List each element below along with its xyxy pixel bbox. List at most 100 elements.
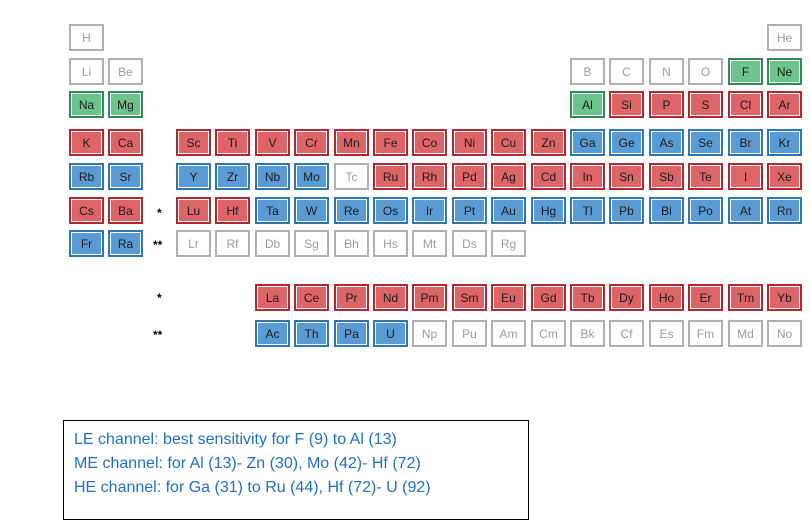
element-cell-cf: Cf [609, 320, 644, 347]
element-cell-o: O [688, 58, 723, 85]
element-cell-sr: Sr [108, 163, 143, 190]
element-cell-ba: Ba [108, 197, 143, 224]
element-cell-rn: Rn [767, 197, 802, 224]
element-cell-ag: Ag [491, 163, 526, 190]
element-cell-po: Po [688, 197, 723, 224]
element-cell-sc: Sc [176, 129, 211, 156]
element-cell-s: S [688, 91, 723, 118]
element-cell-am: Am [491, 320, 526, 347]
element-cell-ge: Ge [609, 129, 644, 156]
element-cell-ds: Ds [452, 230, 487, 257]
element-cell-sn: Sn [609, 163, 644, 190]
lanthanide-row-marker: * [157, 206, 162, 220]
element-cell-bk: Bk [570, 320, 605, 347]
element-cell-as: As [649, 129, 684, 156]
element-cell-os: Os [373, 197, 408, 224]
element-cell-al: Al [570, 91, 605, 118]
element-cell-es: Es [649, 320, 684, 347]
element-cell-cl: Cl [728, 91, 763, 118]
element-cell-hg: Hg [531, 197, 566, 224]
element-cell-ir: Ir [412, 197, 447, 224]
element-cell-he: He [767, 24, 802, 51]
element-cell-lr: Lr [176, 230, 211, 257]
element-cell-v: V [255, 129, 290, 156]
element-cell-fe: Fe [373, 129, 408, 156]
element-cell-at: At [728, 197, 763, 224]
element-cell-te: Te [688, 163, 723, 190]
actinide-row-marker: ** [153, 238, 163, 252]
element-cell-pr: Pr [334, 284, 369, 311]
element-cell-zr: Zr [215, 163, 250, 190]
element-cell-cu: Cu [491, 129, 526, 156]
element-cell-cs: Cs [69, 197, 104, 224]
element-cell-nd: Nd [373, 284, 408, 311]
element-cell-ho: Ho [649, 284, 684, 311]
element-cell-no: No [767, 320, 802, 347]
element-cell-ti: Ti [215, 129, 250, 156]
element-cell-na: Na [69, 91, 104, 118]
element-cell-pa: Pa [334, 320, 369, 347]
element-cell-sm: Sm [452, 284, 487, 311]
element-cell-gd: Gd [531, 284, 566, 311]
element-cell-mt: Mt [412, 230, 447, 257]
element-cell-nb: Nb [255, 163, 290, 190]
element-cell-mn: Mn [334, 129, 369, 156]
element-cell-ce: Ce [294, 284, 329, 311]
element-cell-tc: Tc [334, 163, 369, 190]
element-cell-md: Md [728, 320, 763, 347]
element-cell-zn: Zn [531, 129, 566, 156]
element-cell-pb: Pb [609, 197, 644, 224]
element-cell-eu: Eu [491, 284, 526, 311]
element-cell-rg: Rg [491, 230, 526, 257]
element-cell-ra: Ra [108, 230, 143, 257]
element-cell-th: Th [294, 320, 329, 347]
element-cell-p: P [649, 91, 684, 118]
element-cell-se: Se [688, 129, 723, 156]
element-cell-fr: Fr [69, 230, 104, 257]
element-cell-w: W [294, 197, 329, 224]
element-cell-cr: Cr [294, 129, 329, 156]
element-cell-rh: Rh [412, 163, 447, 190]
element-cell-xe: Xe [767, 163, 802, 190]
element-cell-be: Be [108, 58, 143, 85]
element-cell-ni: Ni [452, 129, 487, 156]
element-cell-co: Co [412, 129, 447, 156]
element-cell-ta: Ta [255, 197, 290, 224]
legend-le-channel: LE channel: best sensitivity for F (9) t… [74, 431, 397, 448]
element-cell-k: K [69, 129, 104, 156]
element-cell-la: La [255, 284, 290, 311]
element-cell-in: In [570, 163, 605, 190]
element-cell-pt: Pt [452, 197, 487, 224]
element-cell-tm: Tm [728, 284, 763, 311]
element-cell-i: I [728, 163, 763, 190]
element-cell-kr: Kr [767, 129, 802, 156]
element-cell-c: C [609, 58, 644, 85]
element-cell-lu: Lu [176, 197, 211, 224]
element-cell-mg: Mg [108, 91, 143, 118]
element-cell-ne: Ne [767, 58, 802, 85]
element-cell-hf: Hf [215, 197, 250, 224]
element-cell-np: Np [412, 320, 447, 347]
legend-box: LE channel: best sensitivity for F (9) t… [63, 420, 529, 520]
element-cell-bh: Bh [334, 230, 369, 257]
element-cell-ac: Ac [255, 320, 290, 347]
element-cell-db: Db [255, 230, 290, 257]
element-cell-dy: Dy [609, 284, 644, 311]
element-cell-br: Br [728, 129, 763, 156]
element-cell-ga: Ga [570, 129, 605, 156]
element-cell-li: Li [69, 58, 104, 85]
element-cell-er: Er [688, 284, 723, 311]
element-cell-rf: Rf [215, 230, 250, 257]
element-cell-cm: Cm [531, 320, 566, 347]
lanthanide-series-marker: * [157, 291, 162, 305]
element-cell-sb: Sb [649, 163, 684, 190]
legend-he-channel: HE channel: for Ga (31) to Ru (44), Hf (… [74, 479, 431, 496]
element-cell-mo: Mo [294, 163, 329, 190]
element-cell-ru: Ru [373, 163, 408, 190]
element-cell-rb: Rb [69, 163, 104, 190]
element-cell-ca: Ca [108, 129, 143, 156]
element-cell-bi: Bi [649, 197, 684, 224]
element-cell-tl: Tl [570, 197, 605, 224]
element-cell-pm: Pm [412, 284, 447, 311]
